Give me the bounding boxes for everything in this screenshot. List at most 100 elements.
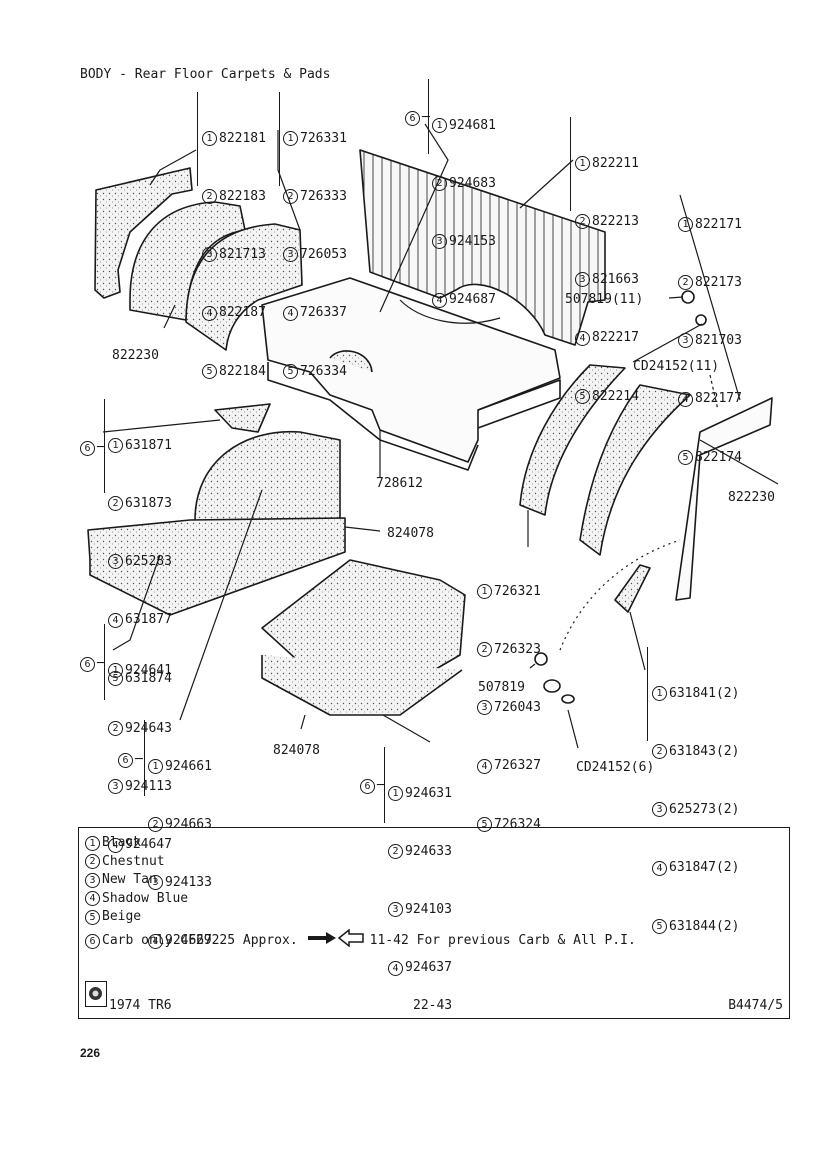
group-callout-6: 6─ — [118, 748, 143, 768]
part-number: 822184 — [219, 363, 266, 379]
part-number: 726321 — [494, 583, 541, 599]
callout-4: 4 — [108, 612, 123, 628]
part-number: 924133 — [165, 875, 212, 891]
callout-1: 1 — [202, 131, 217, 146]
callout-3: 3 — [202, 247, 217, 263]
footer-page: 22-43 — [413, 998, 453, 1013]
part-number: 631874 — [125, 670, 172, 686]
tunnel-cover — [194, 430, 341, 546]
callout-5: 5 — [678, 449, 693, 465]
callout-2: 2 — [652, 744, 667, 760]
bracket-line — [197, 92, 198, 186]
part-number: 822177 — [695, 391, 742, 407]
part-number: 822173 — [695, 275, 742, 291]
group-callout-6: 6─ — [360, 774, 385, 794]
legend-note: Carb only CF29225 Approx. — [102, 933, 298, 948]
legend-label: Beige — [102, 909, 142, 924]
left-side-panel — [94, 167, 193, 299]
part-number: 924643 — [125, 721, 172, 737]
callout-2: 2 — [388, 844, 403, 860]
part-number: 631871 — [125, 437, 172, 453]
part-number: 924667 — [165, 933, 212, 949]
callout-3: 3 — [388, 902, 403, 918]
bracket-line — [279, 92, 280, 186]
part-label: 507819(11) — [565, 292, 644, 307]
rear-floor-carpet — [261, 277, 561, 463]
grommet — [543, 679, 561, 693]
group-callout-6: 6─ — [405, 106, 430, 126]
callout-3: 3 — [575, 272, 590, 288]
part-number: 631873 — [125, 496, 172, 512]
callout-2: 2 — [283, 189, 298, 205]
callout-3: 3 — [678, 333, 693, 349]
part-number: 924661 — [165, 758, 212, 774]
part-number: 924113 — [125, 779, 172, 795]
outline-arrow-icon — [337, 928, 364, 953]
small-pad — [614, 564, 651, 613]
right-arch-cover-1 — [519, 364, 626, 516]
group-callout-6: 6─ — [80, 652, 105, 672]
page-number: 226 — [80, 1046, 101, 1060]
part-number: 726323 — [494, 642, 541, 658]
callout-3: 3 — [432, 234, 447, 250]
part-label: 728612 — [376, 476, 423, 491]
callout-1: 1 — [108, 663, 123, 678]
part-number: 924631 — [405, 785, 452, 801]
part-number: 822211 — [592, 155, 639, 171]
legend-reference: 11-42 For previous Carb & All P.I. — [369, 933, 636, 948]
part-label: 824078 — [387, 526, 434, 541]
bracket-line — [428, 79, 429, 154]
callout-2: 2 — [678, 275, 693, 291]
callout-2: 2 — [202, 189, 217, 205]
part-number: 924647 — [125, 837, 172, 853]
part-number: 631847(2) — [669, 860, 740, 876]
callout-2: 2 — [85, 854, 100, 869]
part-number: 924687 — [449, 292, 496, 308]
part-label: 822230 — [728, 490, 775, 505]
callout-4: 4 — [85, 891, 100, 906]
callout-1: 1 — [678, 217, 693, 232]
part-label: 824078 — [273, 743, 320, 758]
callout-3: 3 — [652, 802, 667, 818]
parts-list-9: 1 924661 2 924663 3 924133 4 924667 — [148, 718, 212, 970]
right-side-panel — [675, 397, 773, 601]
footer-reference: B4474/5 — [728, 998, 783, 1013]
bracket-line — [570, 117, 571, 211]
part-number: 924633 — [405, 844, 452, 860]
callout-1: 1 — [652, 686, 667, 701]
callout-4: 4 — [432, 292, 447, 308]
group-callout-6: 6─ — [80, 436, 105, 456]
part-number: 822174 — [695, 449, 742, 465]
part-number: 631843(2) — [669, 744, 740, 760]
callout-4: 4 — [477, 758, 492, 774]
part-number: 631877 — [125, 612, 172, 628]
part-number: 726331 — [300, 130, 347, 146]
callout-1: 1 — [388, 786, 403, 801]
part-label: 507819 — [478, 680, 525, 695]
part-number: 821703 — [695, 333, 742, 349]
part-number: 924153 — [449, 234, 496, 250]
callout-2: 2 — [432, 176, 447, 192]
callout-5: 5 — [202, 363, 217, 379]
part-number: 726053 — [300, 247, 347, 263]
callout-1: 1 — [432, 118, 447, 133]
callout-3: 3 — [283, 247, 298, 263]
bracket-line — [104, 624, 105, 700]
bracket-line — [647, 647, 648, 741]
bracket-line — [144, 720, 145, 796]
callout-3: 3 — [108, 779, 123, 795]
page-title: BODY - Rear Floor Carpets & Pads — [80, 67, 331, 82]
part-number: 924641 — [125, 662, 172, 678]
bracket-line — [384, 747, 385, 823]
callout-5: 5 — [283, 363, 298, 379]
part-number: 726043 — [494, 700, 541, 716]
callout-1: 1 — [85, 835, 100, 851]
part-number: 822213 — [592, 214, 639, 230]
